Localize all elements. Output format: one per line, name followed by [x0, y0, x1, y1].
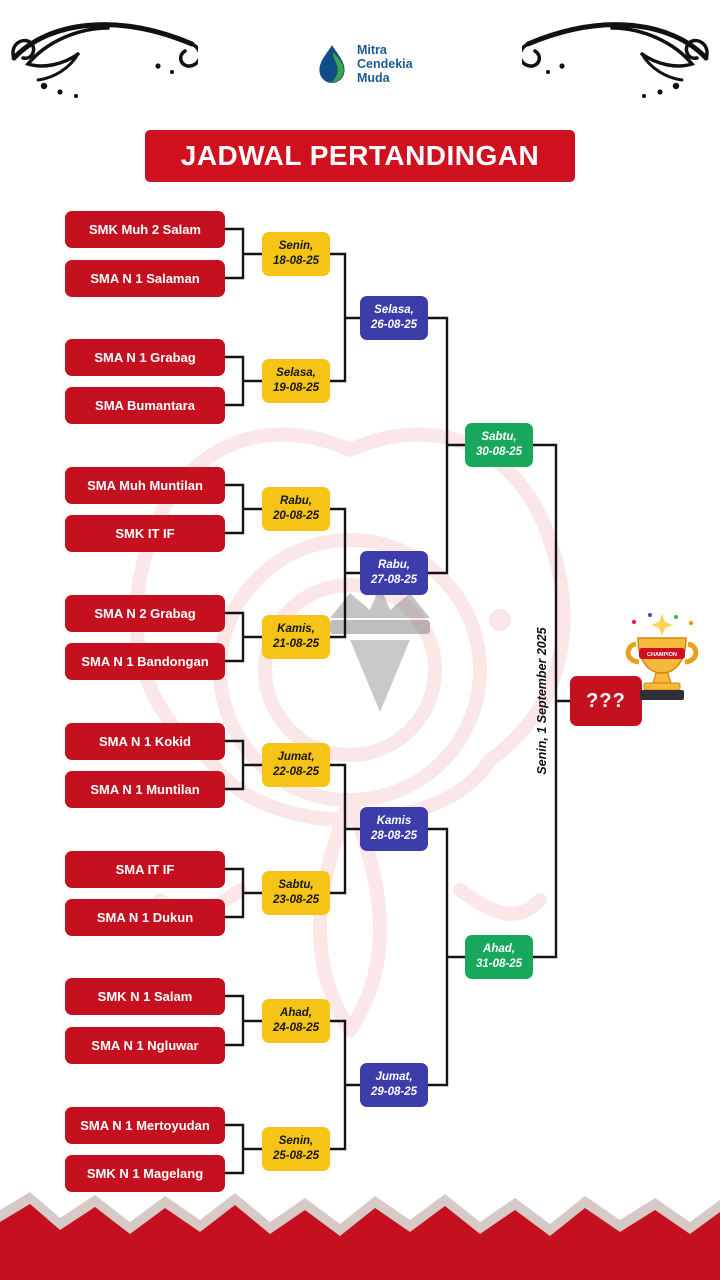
team-box: SMA Muh Muntilan: [65, 467, 225, 504]
match-day: Kamis,: [277, 623, 315, 636]
team-box: SMA N 1 Muntilan: [65, 771, 225, 808]
match-day: Jumat,: [277, 751, 315, 764]
final-date-label: Senin, 1 September 2025: [535, 627, 549, 775]
match-date-box: Sabtu, 23-08-25: [262, 871, 330, 915]
match-day: Senin,: [278, 1135, 314, 1148]
match-date: 26-08-25: [370, 319, 418, 331]
team-box: SMK Muh 2 Salam: [65, 211, 225, 248]
match-day: Ahad,: [483, 943, 515, 956]
match-date-box: Rabu, 27-08-25: [360, 551, 428, 595]
match-date-box: Selasa, 26-08-25: [360, 296, 428, 340]
logo-drop-icon: [319, 45, 345, 83]
logo: Mitra Cendekia Muda: [314, 42, 413, 86]
match-date: 22-08-25: [272, 766, 320, 778]
match-date: 25-08-25: [272, 1150, 320, 1162]
team-box: SMA N 1 Kokid: [65, 723, 225, 760]
match-date-box: Selasa, 19-08-25: [262, 359, 330, 403]
match-date: 21-08-25: [272, 638, 320, 650]
logo-text: Mitra Cendekia Muda: [357, 43, 413, 85]
match-date-box: Rabu, 20-08-25: [262, 487, 330, 531]
match-date-box: Ahad, 31-08-25: [465, 935, 533, 979]
team-box: SMA N 1 Ngluwar: [65, 1027, 225, 1064]
match-date-box: Kamis 28-08-25: [360, 807, 428, 851]
team-box: SMA N 1 Grabag: [65, 339, 225, 376]
trophy-band-label: CHAMPION: [647, 652, 677, 658]
team-box: SMA N 2 Grabag: [65, 595, 225, 632]
match-day: Rabu,: [378, 559, 410, 572]
match-date-box: Senin, 25-08-25: [262, 1127, 330, 1171]
match-day: Kamis: [376, 815, 412, 828]
match-date: 31-08-25: [475, 958, 523, 970]
match-day: Ahad,: [280, 1007, 312, 1020]
match-day: Rabu,: [280, 495, 312, 508]
team-box: SMK N 1 Magelang: [65, 1155, 225, 1192]
match-date: 23-08-25: [272, 894, 320, 906]
team-box: SMA IT IF: [65, 851, 225, 888]
match-day: Selasa,: [276, 367, 316, 380]
page-title: JADWAL PERTANDINGAN: [145, 130, 575, 182]
match-date-box: Kamis, 21-08-25: [262, 615, 330, 659]
flourish-left-icon: [11, 22, 198, 98]
match-day: Sabtu,: [278, 879, 314, 892]
match-day: Senin,: [278, 240, 314, 253]
team-box: SMA N 1 Dukun: [65, 899, 225, 936]
match-date: 30-08-25: [475, 446, 523, 458]
match-day: Jumat,: [375, 1071, 413, 1084]
flourish-right-icon: [522, 22, 709, 98]
logo-line-3: Muda: [357, 71, 390, 85]
match-date-box: Senin, 18-08-25: [262, 232, 330, 276]
team-box: SMA N 1 Mertoyudan: [65, 1107, 225, 1144]
match-date-box: Jumat, 22-08-25: [262, 743, 330, 787]
match-date: 19-08-25: [272, 382, 320, 394]
match-date: 24-08-25: [272, 1022, 320, 1034]
trophy-icon: CHAMPION: [625, 613, 699, 700]
match-date: 27-08-25: [370, 574, 418, 586]
champion-placeholder-box: ???: [570, 676, 642, 726]
team-box: SMA N 1 Salaman: [65, 260, 225, 297]
team-box: SMK IT IF: [65, 515, 225, 552]
match-date: 20-08-25: [272, 510, 320, 522]
logo-line-1: Mitra: [357, 43, 387, 57]
team-box: SMA N 1 Bandongan: [65, 643, 225, 680]
logo-line-2: Cendekia: [357, 57, 413, 71]
team-box: SMK N 1 Salam: [65, 978, 225, 1015]
match-date: 28-08-25: [370, 830, 418, 842]
match-date-box: Ahad, 24-08-25: [262, 999, 330, 1043]
team-box: SMA Bumantara: [65, 387, 225, 424]
match-date: 29-08-25: [370, 1086, 418, 1098]
match-day: Selasa,: [374, 304, 414, 317]
match-day: Sabtu,: [481, 431, 517, 444]
match-date: 18-08-25: [272, 255, 320, 267]
match-date-box: Jumat, 29-08-25: [360, 1063, 428, 1107]
match-date-box: Sabtu, 30-08-25: [465, 423, 533, 467]
